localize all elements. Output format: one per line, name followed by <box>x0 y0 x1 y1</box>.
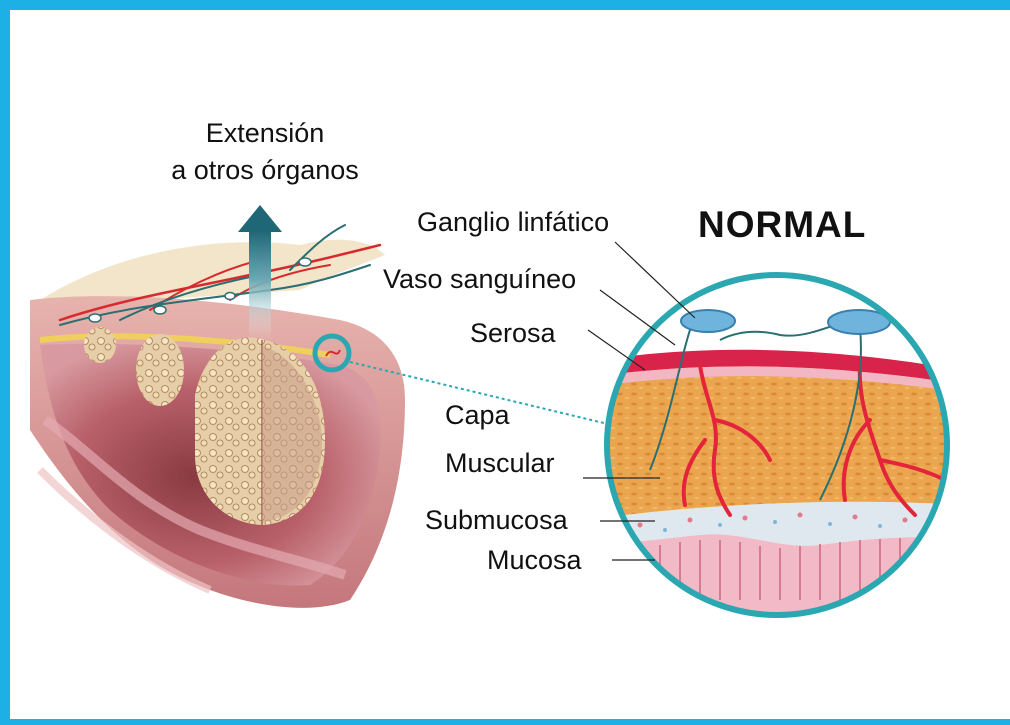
label-vaso-sanguineo: Vaso sanguíneo <box>383 266 576 293</box>
lymph-node <box>681 310 735 332</box>
label-ganglio-linfatico: Ganglio linfático <box>417 209 609 236</box>
polyp <box>136 334 184 406</box>
label-submucosa: Submucosa <box>425 507 568 534</box>
page-title: NORMAL <box>698 206 866 243</box>
label-serosa: Serosa <box>470 320 556 347</box>
label-capa: Capa <box>445 402 510 429</box>
polyp <box>84 327 116 363</box>
muscle-layer <box>600 363 960 520</box>
extension-label-line1: Extensión <box>145 115 385 152</box>
tissue-cross-section <box>600 275 960 620</box>
label-mucosa: Mucosa <box>487 547 582 574</box>
colon-illustration <box>30 205 405 608</box>
extension-label: Extensión a otros órganos <box>145 115 385 189</box>
extension-label-line2: a otros órganos <box>145 152 385 189</box>
label-muscular: Muscular <box>445 450 555 477</box>
